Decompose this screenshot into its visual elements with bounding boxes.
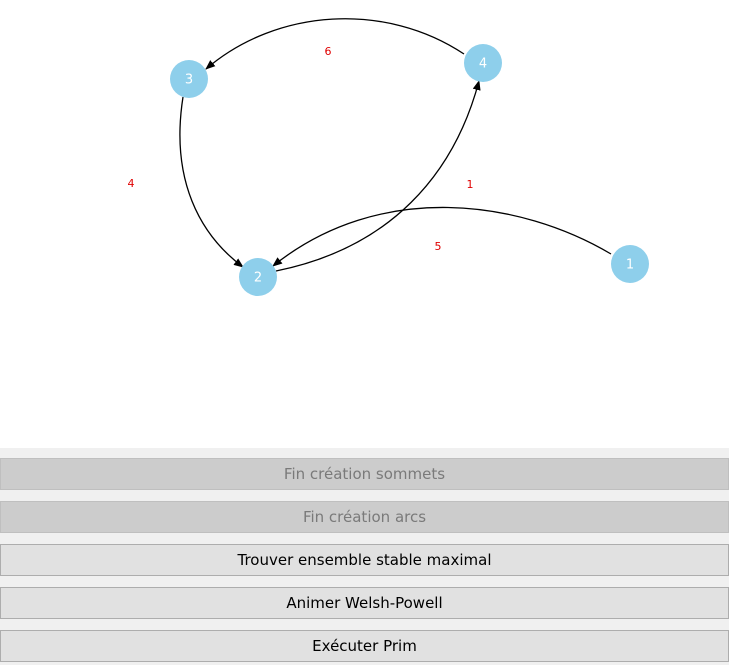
edge-2-to-4 <box>275 80 481 272</box>
animate-welsh-powell-button[interactable]: Animer Welsh-Powell <box>0 587 729 619</box>
edge-4-to-3 <box>205 18 465 70</box>
node-label: 4 <box>479 57 487 72</box>
graph-canvas[interactable]: 6 4 1 5 1 2 3 4 <box>0 0 729 448</box>
finish-vertex-creation-button[interactable]: Fin création sommets <box>0 458 729 490</box>
graph-node-1[interactable]: 1 <box>611 245 649 283</box>
node-label: 3 <box>185 73 193 88</box>
node-label: 2 <box>254 271 262 286</box>
graph-svg: 6 4 1 5 1 2 3 4 <box>128 18 649 296</box>
action-button-panel: Fin création sommets Fin création arcs T… <box>0 448 729 665</box>
edge-weight-3-2: 4 <box>128 177 135 190</box>
node-label: 1 <box>626 258 634 273</box>
run-prim-button[interactable]: Exécuter Prim <box>0 630 729 662</box>
edge-weight-4-3: 6 <box>325 45 332 58</box>
edge-1-to-2 <box>272 206 612 267</box>
graph-node-3[interactable]: 3 <box>170 60 208 98</box>
edge-weight-2-4: 1 <box>467 178 474 191</box>
graph-node-4[interactable]: 4 <box>464 44 502 82</box>
finish-arc-creation-button[interactable]: Fin création arcs <box>0 501 729 533</box>
edge-weight-1-2: 5 <box>435 240 442 253</box>
graph-node-2[interactable]: 2 <box>239 258 277 296</box>
find-max-stable-set-button[interactable]: Trouver ensemble stable maximal <box>0 544 729 576</box>
edge-3-to-2 <box>179 96 244 268</box>
